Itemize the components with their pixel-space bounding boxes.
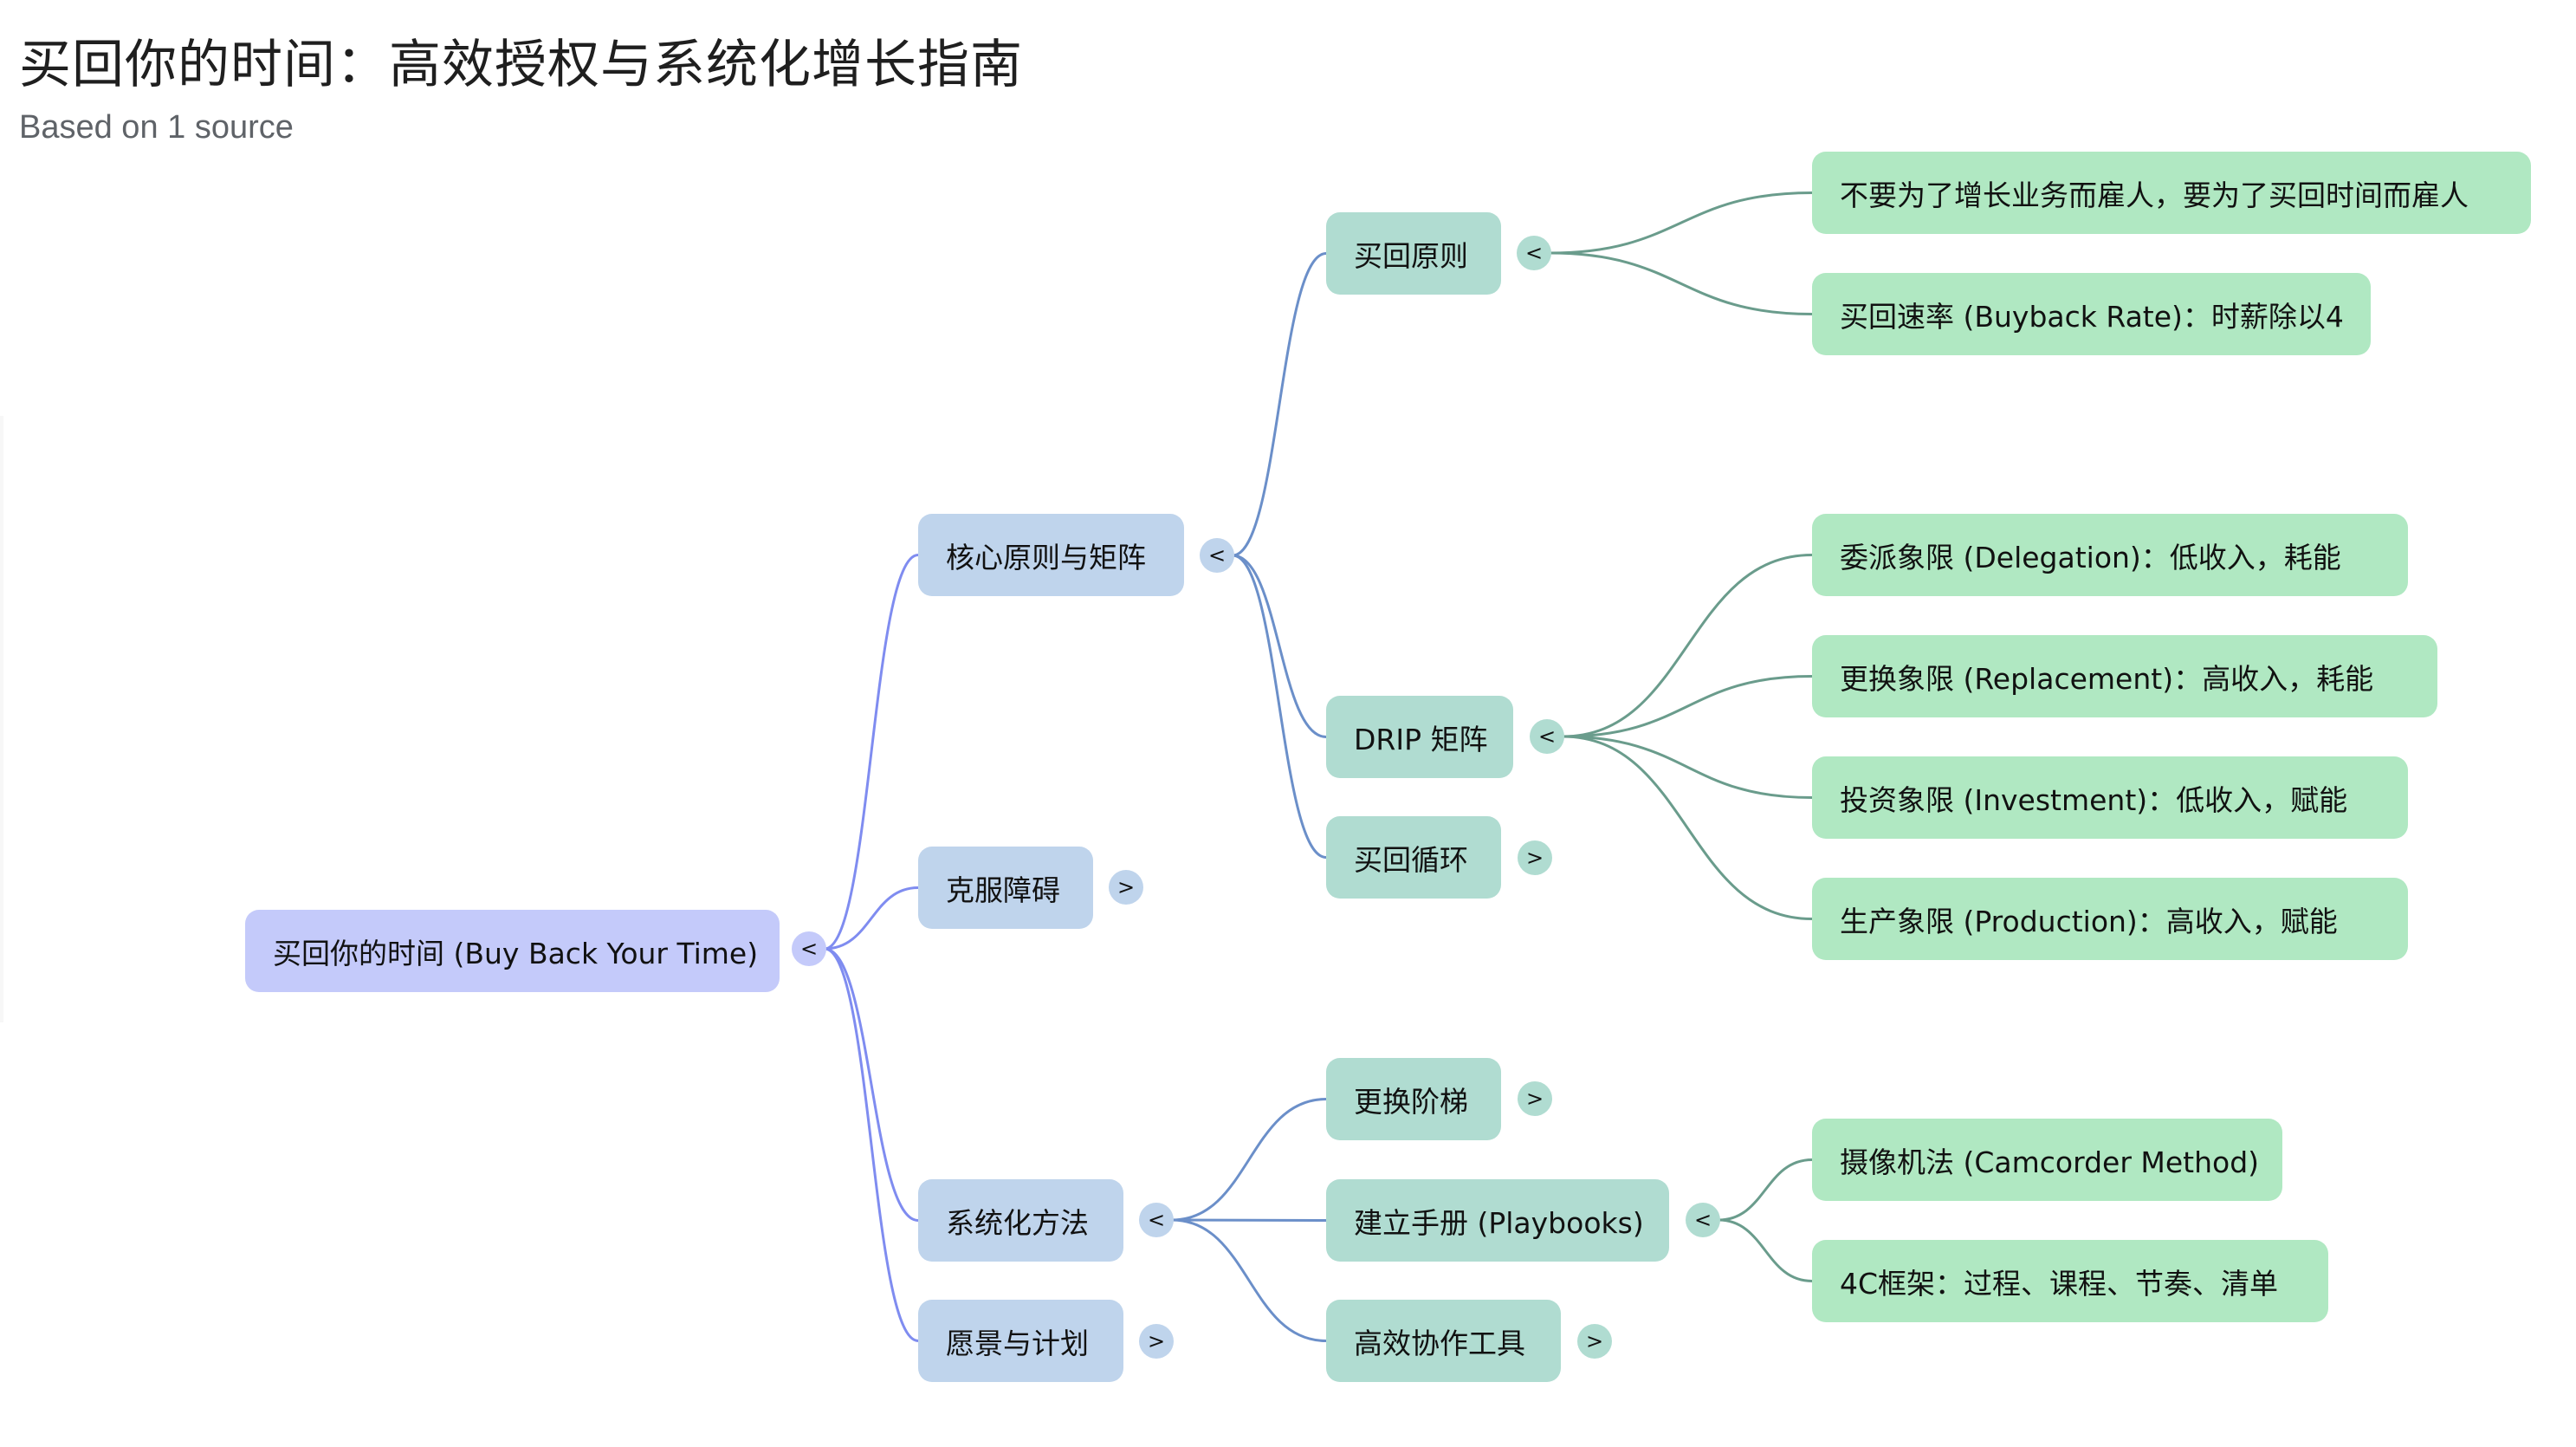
node-playbooks[interactable]: 建立手册 (Playbooks) (1326, 1179, 1669, 1262)
link-drip-d (1562, 554, 1813, 738)
collapse-toggle-systematic-methods[interactable]: < (1139, 1203, 1174, 1237)
expand-toggle-collaboration-tools[interactable]: > (1577, 1324, 1612, 1359)
link-playbooks-4c (1718, 1218, 1813, 1282)
node-overcome-obstacles[interactable]: 克服障碍 (918, 847, 1093, 929)
link-sys-tools (1171, 1218, 1327, 1342)
expand-toggle-vision-and-plan[interactable]: > (1139, 1324, 1174, 1359)
expand-toggle-buyback-loop[interactable]: > (1518, 840, 1552, 875)
node-label: 系统化方法 (946, 1205, 1089, 1240)
chevron-left-icon: < (1537, 724, 1557, 749)
node-label: 4C框架：过程、课程、节奏、清单 (1840, 1266, 2279, 1301)
node-label: 克服障碍 (946, 873, 1060, 907)
link-root-systematic (824, 947, 919, 1222)
link-drip-p (1562, 735, 1813, 920)
collapse-toggle-core-principles[interactable]: < (1200, 538, 1234, 573)
link-principle-hire (1549, 191, 1813, 255)
expand-toggle-replacement-ladder[interactable]: > (1518, 1081, 1552, 1116)
link-root-obstacles (824, 886, 919, 951)
chevron-right-icon: > (1525, 1087, 1544, 1111)
node-buyback-principle[interactable]: 买回原则 (1326, 212, 1501, 295)
leaf-buyback-rate[interactable]: 买回速率 (Buyback Rate)：时薪除以4 (1812, 273, 2371, 355)
leaf-investment-quadrant[interactable]: 投资象限 (Investment)：低收入，赋能 (1812, 756, 2408, 839)
node-label: 更换阶梯 (1354, 1084, 1468, 1119)
node-label: 买回原则 (1354, 238, 1468, 273)
node-label: 不要为了增长业务而雇人，要为了买回时间而雇人 (1840, 178, 2469, 212)
chevron-left-icon: < (1207, 543, 1227, 568)
link-core-drip (1232, 554, 1327, 738)
chevron-right-icon: > (1525, 846, 1544, 870)
node-label: 核心原则与矩阵 (946, 540, 1146, 574)
node-core-principles[interactable]: 核心原则与矩阵 (918, 514, 1184, 596)
node-label: DRIP 矩阵 (1354, 722, 1488, 756)
leaf-hire-to-buy-time[interactable]: 不要为了增长业务而雇人，要为了买回时间而雇人 (1812, 152, 2531, 234)
link-core-loop (1232, 554, 1327, 859)
chevron-left-icon: < (1147, 1208, 1166, 1232)
collapse-toggle-drip-matrix[interactable]: < (1530, 719, 1564, 754)
node-label: 买回你的时间 (Buy Back Your Time) (273, 936, 759, 970)
chevron-right-icon: > (1147, 1329, 1166, 1353)
link-root-core (824, 554, 919, 951)
chevron-left-icon: < (1524, 241, 1544, 265)
node-label: 买回速率 (Buyback Rate)：时薪除以4 (1840, 299, 2344, 334)
leaf-camcorder-method[interactable]: 摄像机法 (Camcorder Method) (1812, 1119, 2282, 1201)
chevron-left-icon: < (799, 937, 819, 961)
link-drip-i (1562, 735, 1813, 799)
chevron-left-icon: < (1693, 1208, 1712, 1232)
leaf-delegation-quadrant[interactable]: 委派象限 (Delegation)：低收入，耗能 (1812, 514, 2408, 596)
node-systematic-methods[interactable]: 系统化方法 (918, 1179, 1123, 1262)
node-buyback-loop[interactable]: 买回循环 (1326, 816, 1501, 899)
left-edge (0, 416, 3, 1022)
link-principle-rate (1549, 251, 1813, 315)
source-count: Based on 1 source (19, 109, 294, 146)
node-drip-matrix[interactable]: DRIP 矩阵 (1326, 696, 1513, 778)
link-drip-r (1562, 675, 1813, 738)
node-label: 愿景与计划 (946, 1326, 1089, 1360)
chevron-right-icon: > (1116, 875, 1136, 899)
expand-toggle-overcome-obstacles[interactable]: > (1109, 870, 1143, 905)
node-replacement-ladder[interactable]: 更换阶梯 (1326, 1058, 1501, 1140)
node-label: 委派象限 (Delegation)：低收入，耗能 (1840, 540, 2341, 574)
link-sys-ladder (1171, 1098, 1327, 1222)
node-root[interactable]: 买回你的时间 (Buy Back Your Time) (245, 910, 780, 992)
leaf-replacement-quadrant[interactable]: 更换象限 (Replacement)：高收入，耗能 (1812, 635, 2437, 717)
page-title: 买回你的时间：高效授权与系统化增长指南 (19, 35, 1023, 95)
node-label: 投资象限 (Investment)：低收入，赋能 (1840, 782, 2348, 817)
node-label: 摄像机法 (Camcorder Method) (1840, 1145, 2260, 1179)
node-collaboration-tools[interactable]: 高效协作工具 (1326, 1300, 1561, 1382)
node-label: 生产象限 (Production)：高收入，赋能 (1840, 904, 2338, 938)
collapse-toggle-root[interactable]: < (792, 931, 826, 966)
node-label: 更换象限 (Replacement)：高收入，耗能 (1840, 661, 2374, 696)
link-core-principle (1232, 252, 1327, 557)
node-vision-and-plan[interactable]: 愿景与计划 (918, 1300, 1123, 1382)
node-label: 高效协作工具 (1354, 1326, 1525, 1360)
node-label: 建立手册 (Playbooks) (1354, 1205, 1644, 1240)
collapse-toggle-buyback-principle[interactable]: < (1517, 236, 1551, 270)
collapse-toggle-playbooks[interactable]: < (1686, 1203, 1720, 1237)
link-root-vision (824, 947, 919, 1342)
chevron-right-icon: > (1585, 1329, 1604, 1353)
node-label: 买回循环 (1354, 842, 1468, 877)
link-sys-playbooks (1171, 1218, 1327, 1222)
link-playbooks-camcorder (1718, 1158, 1813, 1222)
leaf-4c-framework[interactable]: 4C框架：过程、课程、节奏、清单 (1812, 1240, 2328, 1322)
leaf-production-quadrant[interactable]: 生产象限 (Production)：高收入，赋能 (1812, 878, 2408, 960)
